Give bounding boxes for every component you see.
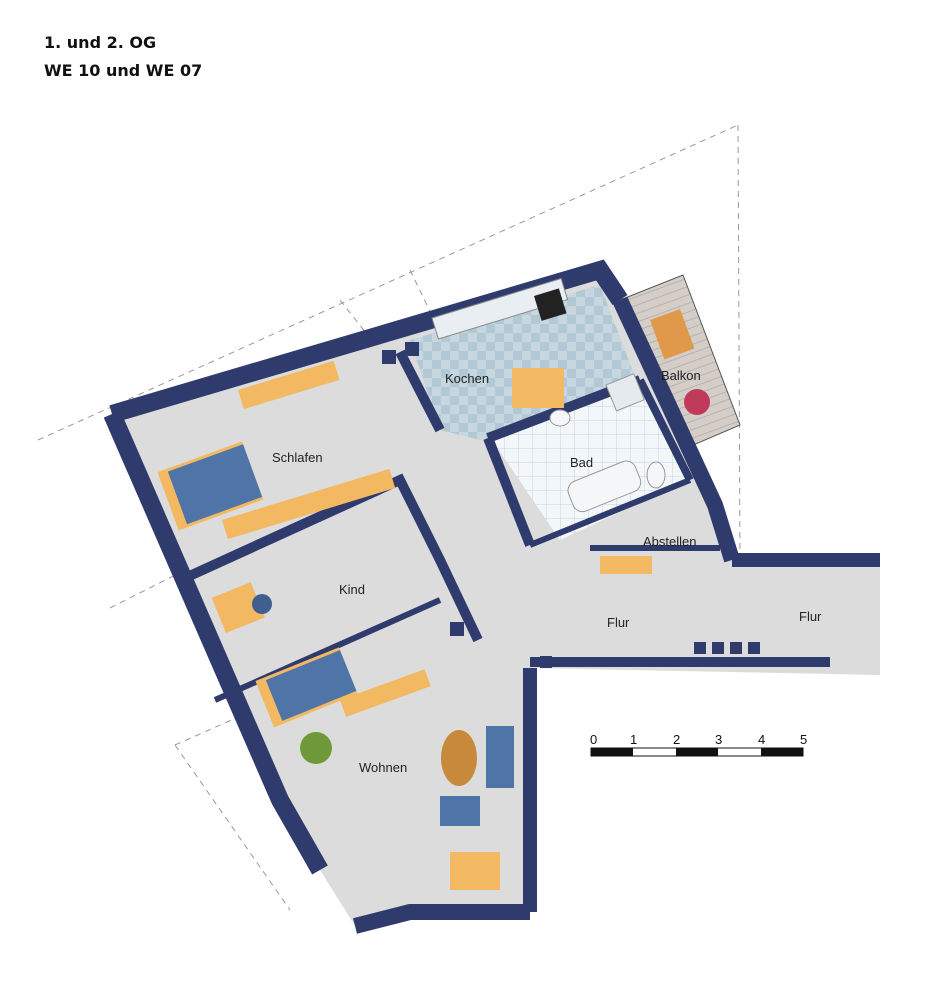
unit-title: WE 10 und WE 07: [44, 61, 203, 80]
flower-pot-icon: [684, 389, 710, 415]
room-label-flur-1: Flur: [607, 615, 630, 630]
columns: [382, 342, 760, 668]
armchair: [440, 796, 480, 826]
bath-cabinet: [605, 373, 645, 412]
room-label-schlafen: Schlafen: [272, 450, 323, 465]
room-label-bad: Bad: [570, 455, 593, 470]
storage-shelf: [600, 556, 652, 574]
chair-kind: [252, 594, 272, 614]
round-table: [441, 730, 477, 786]
stove-icon: [534, 288, 567, 321]
sideboard-schlafen: [222, 468, 396, 540]
scale-tick-2: 2: [673, 732, 680, 747]
room-label-kind: Kind: [339, 582, 365, 597]
scale-tick-4: 4: [758, 732, 765, 747]
toilet-icon: [646, 461, 666, 489]
walls: [103, 259, 880, 934]
bed-schlafen: [157, 441, 264, 531]
room-label-balkon: Balkon: [661, 368, 701, 383]
scale-tick-3: 3: [715, 732, 722, 747]
desk-kind: [211, 582, 265, 634]
floor-title: 1. und 2. OG: [44, 33, 157, 52]
dining-table: [450, 852, 500, 890]
room-label-wohnen: Wohnen: [359, 760, 407, 775]
kitchen-counter: [431, 277, 569, 340]
room-label-flur-2: Flur: [799, 609, 822, 624]
sofa: [486, 726, 514, 788]
balcony-chair: [650, 309, 695, 360]
bed-kind: [255, 647, 358, 728]
wardrobe-schlafen: [237, 360, 340, 410]
bathtub: [567, 460, 642, 513]
scale-bar: 0 1 2 3 4 5: [590, 732, 807, 757]
scale-tick-0: 0: [590, 732, 597, 747]
scale-tick-5: 5: [800, 732, 807, 747]
scale-tick-1: 1: [630, 732, 637, 747]
kitchen-table: [512, 368, 564, 408]
shelf-kind: [340, 669, 431, 717]
room-label-kochen: Kochen: [445, 371, 489, 386]
apartment-floor: [112, 270, 880, 926]
sink-icon: [549, 409, 571, 427]
plant-icon: [300, 732, 332, 764]
room-label-abstellen: Abstellen: [643, 534, 696, 549]
